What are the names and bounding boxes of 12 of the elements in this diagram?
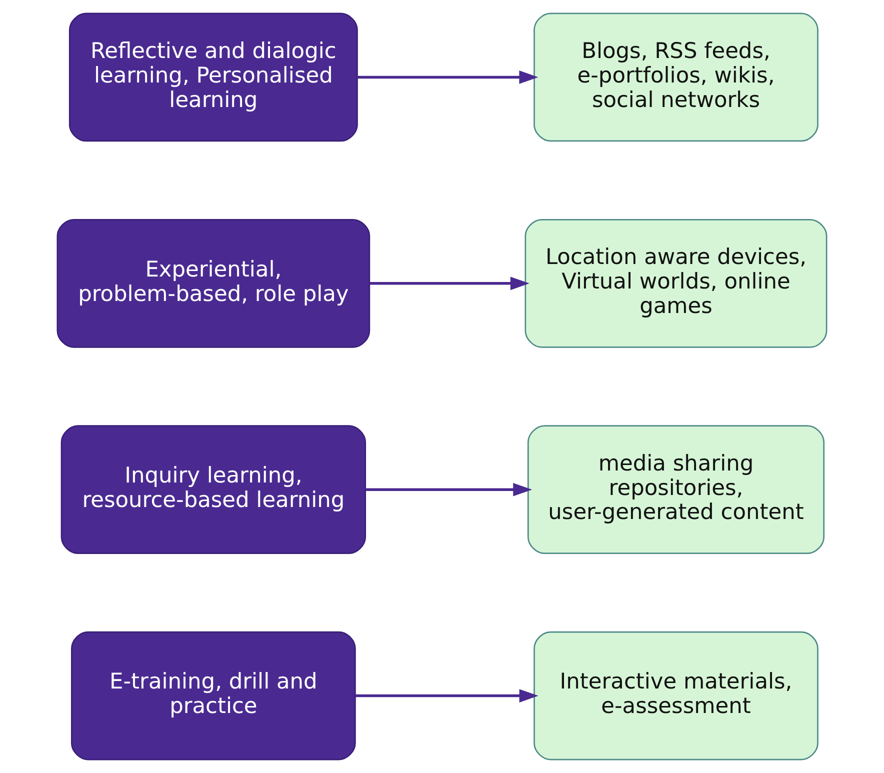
arrow (365, 482, 532, 496)
node-box: Inquiry learning, resource-based learning (60, 425, 366, 554)
node-box: Experiential, problem-based, role play (56, 218, 370, 348)
arrow (370, 276, 530, 290)
node-box: Blogs, RSS feeds, e-portfolios, wikis, social networks (534, 12, 818, 142)
arrow (355, 689, 538, 702)
arrow (358, 70, 538, 84)
node-box: media sharing repositories, user-generated content (527, 425, 825, 554)
node-box: Location aware devices, Virtual worlds, online games (524, 218, 828, 348)
node-box: Reflective and dialogic learning, Personalised learning (68, 12, 358, 142)
node-box: Interactive materials, e-assessment (534, 631, 818, 760)
node-box: E-training, drill and practice (71, 631, 356, 760)
